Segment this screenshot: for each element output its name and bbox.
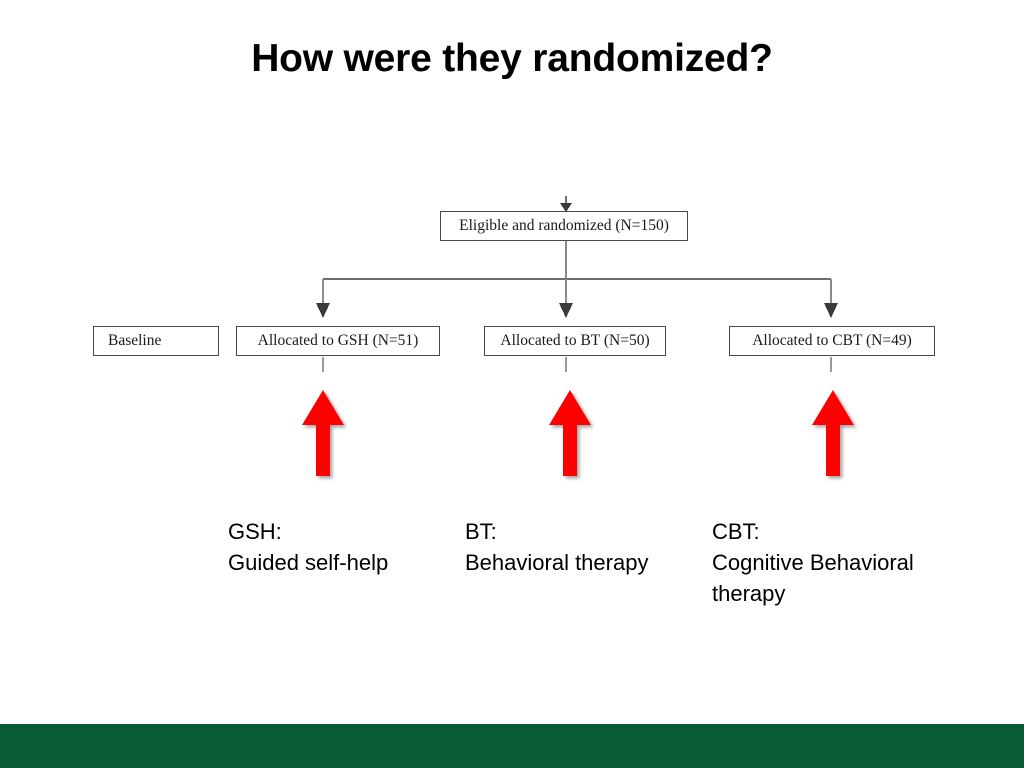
page-title: How were they randomized?: [251, 37, 773, 80]
legend-abbr-gsh: GSH:: [228, 519, 282, 544]
red-annotation-arrows: [302, 390, 854, 476]
red-arrow-gsh-icon: [302, 390, 344, 476]
flowchart-connectors: [316, 196, 838, 372]
legend-item-cbt: CBT: Cognitive Behavioral therapy: [712, 516, 962, 609]
legend-item-gsh: GSH: Guided self-help: [228, 516, 458, 578]
slide-footer-bar: [0, 724, 1024, 768]
legend-expansion-gsh: Guided self-help: [228, 550, 389, 575]
flow-box-eligible-randomized: Eligible and randomized (N=150): [440, 211, 688, 241]
legend-abbr-cbt: CBT:: [712, 519, 760, 544]
legend-abbr-bt: BT:: [465, 519, 497, 544]
flow-box-allocated-cbt: Allocated to CBT (N=49): [729, 326, 935, 356]
flow-box-baseline: Baseline: [93, 326, 219, 356]
legend-expansion-cbt: Cognitive Behavioral therapy: [712, 550, 914, 606]
randomization-flowchart: Eligible and randomized (N=150) Baseline…: [93, 196, 935, 476]
red-arrow-bt-icon: [549, 390, 591, 476]
flow-box-allocated-bt: Allocated to BT (N=50): [484, 326, 666, 356]
legend-expansion-bt: Behavioral therapy: [465, 550, 649, 575]
legend-item-bt: BT: Behavioral therapy: [465, 516, 705, 578]
red-arrow-cbt-icon: [812, 390, 854, 476]
flow-box-allocated-gsh: Allocated to GSH (N=51): [236, 326, 440, 356]
